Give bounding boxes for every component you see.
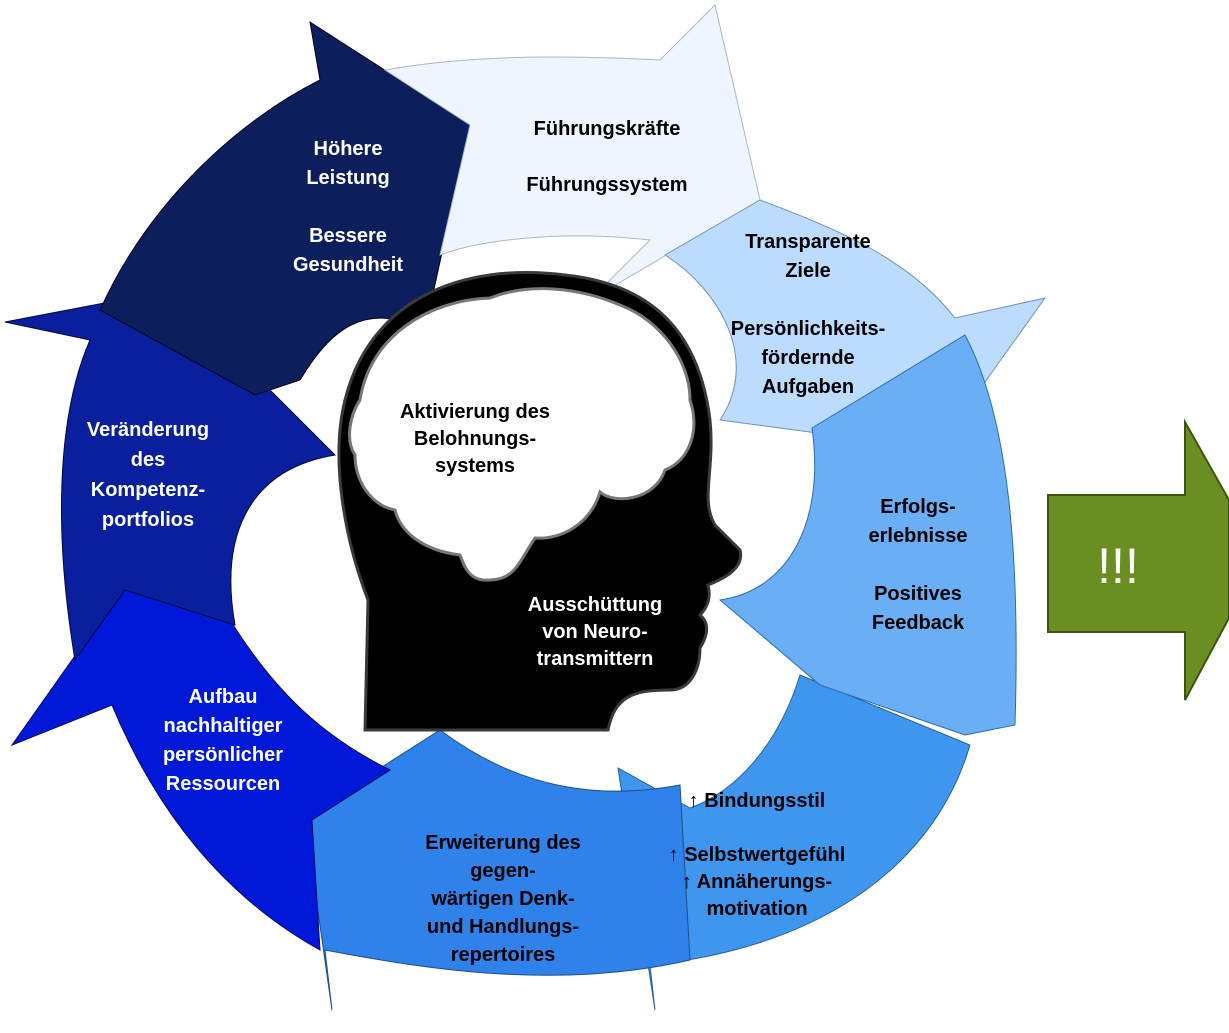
label-aufbau-line: persönlicher [163,744,283,766]
head-silhouette [337,271,743,732]
label-fuehrung-line: Führungskräfte [534,118,681,140]
cycle-segment-leistung [99,20,471,396]
label-kompetenz-line: Veränderung [87,419,209,441]
label-erweiterung-line: gegen- [470,860,536,882]
label-erweiterung: Erweiterung des gegen-wärtigen Denk-und H… [425,832,581,966]
cycle-segment-erfolg [718,334,1017,736]
label-bindung-line: ↑ Bindungsstil [689,790,826,812]
label-erweiterung-line: und Handlungs- [427,916,579,938]
label-leistung-line: Leistung [306,167,389,189]
label-bindung-line: motivation [706,898,807,920]
label-aufbau-line: nachhaltiger [164,715,283,737]
cycle-segments [4,4,1047,1011]
label-erweiterung-line: wärtigen Denk- [430,888,574,910]
label-aufbau-line: Aufbau [189,686,258,708]
label-ziele-line: Ziele [785,260,831,282]
label-bindung-line: ↑ Selbstwertgefühl [669,844,846,866]
label-erfolg-line: erlebnisse [869,525,968,547]
neuro-label-line: transmittern [537,648,654,670]
result-arrow-label: !!! [1097,538,1139,594]
result-arrow: !!! [1047,418,1229,701]
label-kompetenz-line: des [131,449,165,471]
brain-label-line: systems [435,455,515,477]
cycle-segment-erweiterung [304,729,691,1011]
result-arrow-shape [1047,418,1229,701]
neuro-label-line: von Neuro- [542,621,648,643]
neuro-label-line: Ausschüttung [528,594,662,616]
cycle-segment-aufbau [10,584,392,951]
brain-label-line: Aktivierung des [400,401,550,423]
label-bindung: ↑ Bindungsstil ↑ Selbstwertgefühl ↑ Annähe… [669,790,846,920]
label-erweiterung-line: repertoires [451,944,556,966]
label-ziele-line: Persönlichkeits- [731,318,886,340]
brain-label-line: Belohnungs- [414,428,536,450]
label-kompetenz-line: portfolios [102,509,194,531]
label-leistung-line: Gesundheit [293,254,403,276]
label-ziele-line: Transparente [745,231,871,253]
label-leistung-line: Bessere [309,225,387,247]
label-kompetenz-line: Kompetenz- [91,479,205,501]
label-bindung-line: ↑ Annäherungs- [682,871,832,893]
brain-shape [348,287,696,582]
label-ziele-line: fördernde [761,347,854,369]
label-fuehrung-line: Führungssystem [526,174,687,196]
label-erfolg-line: Erfolgs- [880,496,956,518]
label-aufbau-line: Ressourcen [166,773,281,795]
label-erfolg-line: Feedback [872,612,965,634]
label-erweiterung-line: Erweiterung des [425,832,581,854]
label-ziele-line: Aufgaben [762,376,854,398]
neuro-label: Ausschüttung von Neuro-transmittern [528,594,662,670]
label-erfolg-line: Positives [874,583,962,605]
label-leistung-line: Höhere [314,138,383,160]
